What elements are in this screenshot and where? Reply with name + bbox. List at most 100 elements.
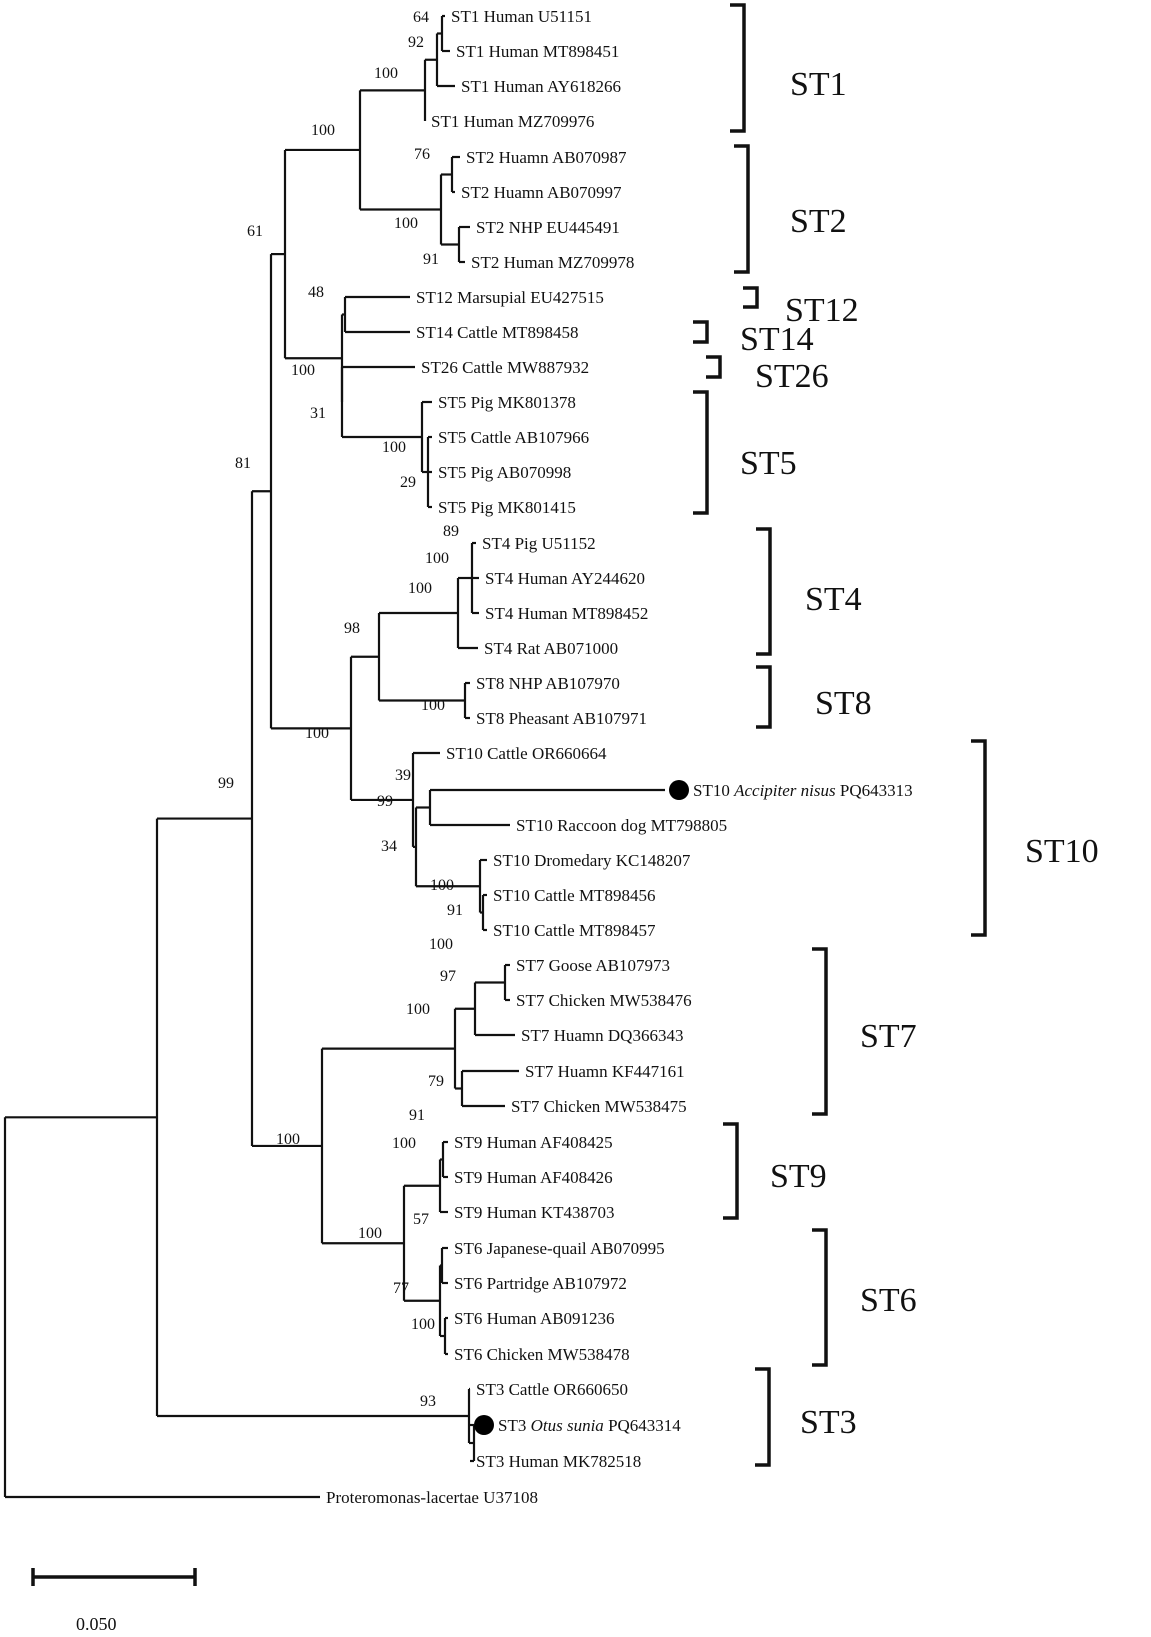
bootstrap-value: 100 <box>291 362 315 379</box>
leaf-label-st5_ab107966: ST5 Cattle AB107966 <box>438 428 589 447</box>
bracket <box>706 355 722 379</box>
bootstrap-value: 100 <box>429 936 453 953</box>
bootstrap-value: 29 <box>400 474 416 491</box>
clade-label: ST12 <box>785 292 859 329</box>
clade-label: ST8 <box>815 685 872 722</box>
leaf-label-st9_af408425: ST9 Human AF408425 <box>454 1133 613 1152</box>
clade-st4: ST4 <box>756 527 862 656</box>
clade-label: ST3 <box>800 1404 857 1441</box>
leaf-label-st10_kc148207: ST10 Dromedary KC148207 <box>493 851 691 870</box>
clade-label: ST10 <box>1025 833 1099 870</box>
bracket <box>756 665 772 729</box>
leaf-label-st7_mw538475: ST7 Chicken MW538475 <box>511 1097 687 1116</box>
leaf-species: Accipiter nisus <box>733 781 836 800</box>
leaf-label-st6_ab091236: ST6 Human AB091236 <box>454 1309 615 1328</box>
bootstrap-value: 39 <box>395 767 411 784</box>
clade-st8: ST8 <box>756 665 872 729</box>
bootstrap-values: 6492100100761009161481003110029818910010… <box>218 9 463 1410</box>
leaf-label-st10_mt798805: ST10 Raccoon dog MT798805 <box>516 816 727 835</box>
leaf-label-st10_mt898457: ST10 Cattle MT898457 <box>493 921 656 940</box>
bootstrap-value: 91 <box>447 902 463 919</box>
bootstrap-value: 100 <box>358 1225 382 1242</box>
clade-st26: ST26 <box>706 355 829 395</box>
bootstrap-value: 92 <box>408 34 424 51</box>
clade-st6: ST6 <box>812 1228 917 1367</box>
leaf-label-st2_ab070997: ST2 Huamn AB070997 <box>461 183 622 202</box>
leaf-label-st6_mw538478: ST6 Chicken MW538478 <box>454 1345 630 1364</box>
clade-st12: ST12 <box>743 286 859 329</box>
bootstrap-value: 99 <box>218 775 234 792</box>
bootstrap-value: 100 <box>394 215 418 232</box>
leaf-prefix: ST3 <box>498 1416 531 1435</box>
bootstrap-value: 100 <box>406 1001 430 1018</box>
clade-st14: ST14 <box>693 320 814 358</box>
leaf-label-st7_ab107973: ST7 Goose AB107973 <box>516 956 670 975</box>
leaf-label-st3_pq643314: ST3 Otus sunia PQ643314 <box>498 1416 681 1435</box>
bootstrap-value: 100 <box>382 439 406 456</box>
leaf-label-st4_u51152: ST4 Pig U51152 <box>482 534 596 553</box>
leaf-label-st2_eu445491: ST2 NHP EU445491 <box>476 218 620 237</box>
bootstrap-value: 100 <box>311 122 335 139</box>
bootstrap-value: 81 <box>235 455 251 472</box>
bootstrap-value: 64 <box>413 9 429 26</box>
clade-st2: ST2 <box>734 144 847 274</box>
bracket <box>756 527 772 656</box>
clade-st1: ST1 <box>730 3 847 133</box>
leaf-suffix: PQ643313 <box>836 781 913 800</box>
clade-label: ST9 <box>770 1158 827 1195</box>
leaf-label-st4_ab071000: ST4 Rat AB071000 <box>484 639 618 658</box>
bootstrap-value: 98 <box>344 620 360 637</box>
leaf-label-st5_mk801378: ST5 Pig MK801378 <box>438 393 576 412</box>
clade-label: ST7 <box>860 1018 917 1055</box>
bootstrap-value: 79 <box>428 1073 444 1090</box>
leaf-species: Otus sunia <box>531 1416 604 1435</box>
bracket <box>693 390 709 515</box>
bootstrap-value: 100 <box>276 1131 300 1148</box>
clade-label: ST5 <box>740 445 797 482</box>
bootstrap-value: 93 <box>420 1393 436 1410</box>
bracket <box>755 1367 771 1467</box>
bootstrap-value: 100 <box>392 1135 416 1152</box>
clade-st5: ST5 <box>693 390 797 515</box>
clade-label: ST6 <box>860 1282 917 1319</box>
leaf-label-st5_mk801415: ST5 Pig MK801415 <box>438 498 576 517</box>
clade-st3: ST3 <box>755 1367 857 1467</box>
leaf-label-proteromonas: Proteromonas-lacertae U37108 <box>326 1488 538 1507</box>
bracket <box>971 739 987 937</box>
bracket <box>723 1122 739 1220</box>
clade-label: ST4 <box>805 581 862 618</box>
bootstrap-value: 48 <box>308 284 324 301</box>
leaf-label-st9_af408426: ST9 Human AF408426 <box>454 1168 613 1187</box>
bootstrap-value: 91 <box>423 251 439 268</box>
leaf-label-st12_eu427515: ST12 Marsupial EU427515 <box>416 288 604 307</box>
leaf-label-st3_or660650: ST3 Cattle OR660650 <box>476 1380 628 1399</box>
bracket <box>693 320 709 344</box>
leaf-label-st6_ab107972: ST6 Partridge AB107972 <box>454 1274 627 1293</box>
bootstrap-value: 97 <box>440 968 456 985</box>
bootstrap-value: 57 <box>413 1211 429 1228</box>
leaf-label-st7_mw538476: ST7 Chicken MW538476 <box>516 991 692 1010</box>
leaf-label-st4_ay244620: ST4 Human AY244620 <box>485 569 645 588</box>
leaf-label-st6_ab070995: ST6 Japanese-quail AB070995 <box>454 1239 665 1258</box>
bootstrap-value: 91 <box>409 1107 425 1124</box>
bootstrap-value: 100 <box>421 697 445 714</box>
leaf-label-st14_mt898458: ST14 Cattle MT898458 <box>416 323 578 342</box>
leaf-label-st10_pq643313: ST10 Accipiter nisus PQ643313 <box>693 781 913 800</box>
bootstrap-value: 31 <box>310 405 326 422</box>
leaf-label-st1_ay618266: ST1 Human AY618266 <box>461 77 621 96</box>
bracket <box>812 1228 828 1367</box>
leaf-label-st7_dq366343: ST7 Huamn DQ366343 <box>521 1026 683 1045</box>
leaf-label-st5_ab070998: ST5 Pig AB070998 <box>438 463 571 482</box>
leaf-label-st10_mt898456: ST10 Cattle MT898456 <box>493 886 655 905</box>
bootstrap-value: 100 <box>430 877 454 894</box>
clade-brackets: ST1ST2ST12ST14ST26ST5ST4ST8ST10ST7ST9ST6… <box>693 3 1099 1467</box>
bootstrap-value: 76 <box>414 146 430 163</box>
bootstrap-value: 100 <box>305 725 329 742</box>
bootstrap-value: 100 <box>411 1316 435 1333</box>
leaf-label-st4_mt898452: ST4 Human MT898452 <box>485 604 648 623</box>
scale-bar: 0.050 <box>31 1568 197 1634</box>
bootstrap-value: 34 <box>381 838 397 855</box>
leaf-label-st8_ab107970: ST8 NHP AB107970 <box>476 674 620 693</box>
